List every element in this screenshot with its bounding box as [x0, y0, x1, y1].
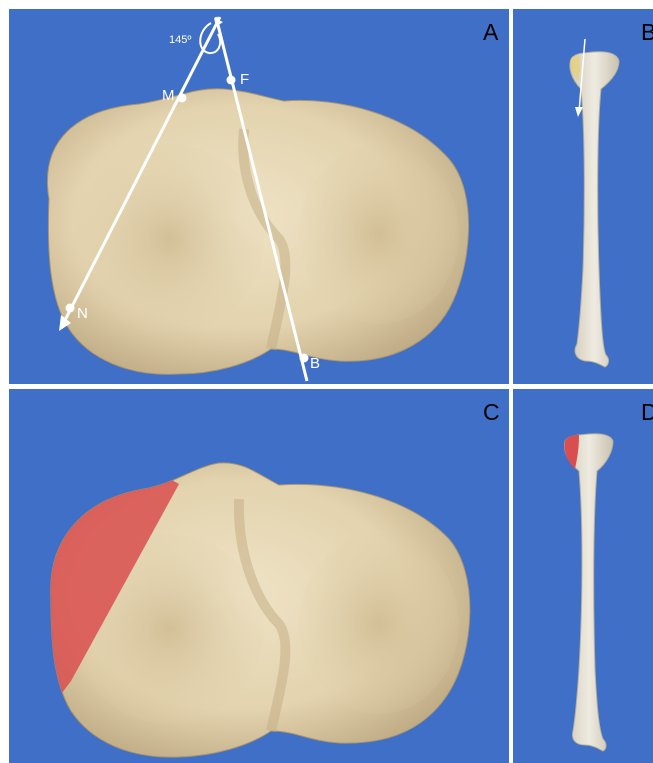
panel-d-figure — [513, 389, 653, 763]
point-m-label: M — [162, 87, 175, 104]
panel-c: C — [9, 389, 509, 763]
point-m — [178, 94, 187, 103]
panel-a: 145º M F N B A — [9, 9, 509, 384]
tibia-shape — [565, 434, 613, 751]
tibia-plateau-tint — [570, 56, 580, 81]
arrowhead-icon — [575, 107, 583, 117]
panel-d-letter: D — [641, 401, 653, 424]
point-f — [227, 76, 236, 85]
panel-a-figure: 145º M F N B — [9, 9, 509, 384]
point-n — [66, 304, 75, 313]
panel-d: D — [513, 389, 653, 763]
point-b — [300, 354, 309, 363]
panel-b-letter: B — [641, 21, 653, 44]
point-b-label: B — [310, 355, 320, 372]
panel-b-figure — [513, 9, 653, 384]
point-f-label: F — [240, 71, 249, 88]
medial-condyle-depression — [74, 144, 264, 334]
panel-b: B — [513, 9, 653, 384]
lateral-condyle-depression — [299, 534, 459, 714]
panel-a-letter: A — [483, 21, 498, 44]
angle-label: 145º — [169, 34, 191, 46]
panel-c-figure — [9, 389, 509, 763]
tibia-shape — [570, 52, 619, 367]
point-n-label: N — [77, 305, 88, 322]
lateral-condyle-depression — [299, 144, 459, 324]
panel-c-letter: C — [483, 401, 500, 424]
